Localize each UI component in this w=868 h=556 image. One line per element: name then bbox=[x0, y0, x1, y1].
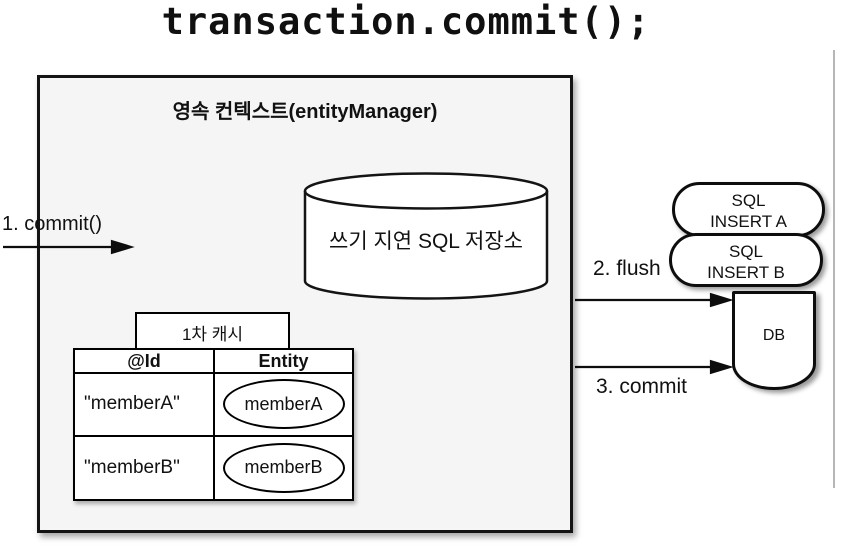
sql-store-cylinder-icon bbox=[303, 172, 549, 300]
table-cell-entity-memberA: memberA bbox=[215, 374, 352, 437]
entity-ellipse-memberA: memberA bbox=[222, 379, 345, 430]
database-label: DB bbox=[762, 327, 786, 344]
first-level-cache-label: 1차 캐시 bbox=[181, 324, 244, 344]
entity-ellipse-memberB: memberB bbox=[222, 442, 345, 493]
table-cell-entity-memberB: memberB bbox=[215, 437, 352, 500]
flush-label: 2. flush bbox=[593, 257, 661, 280]
sql-insert-b-shape: SQL INSERT B bbox=[669, 233, 823, 287]
table-cell-id-memberB: "memberB" bbox=[75, 436, 215, 499]
sql-insert-a-shape: SQL INSERT A bbox=[672, 182, 825, 237]
sql-store-label: 쓰기 지연 SQL 저장소 bbox=[329, 230, 523, 253]
page-divider-line bbox=[833, 50, 835, 488]
sql-insert-a-line2: INSERT A bbox=[710, 212, 787, 231]
sql-insert-a-line1: SQL bbox=[731, 191, 766, 210]
sql-insert-b-line1: SQL bbox=[728, 242, 764, 261]
commit-out-arrowhead-icon bbox=[709, 359, 734, 375]
database-shape: DB bbox=[732, 291, 816, 390]
cache-table: @Id Entity "memberA" memberA "memberB" m… bbox=[73, 348, 354, 501]
table-header-entity: Entity bbox=[215, 350, 352, 374]
table-header-id: @Id bbox=[75, 350, 215, 374]
flush-arrowhead-icon bbox=[709, 292, 734, 308]
table-cell-id-memberA: "memberA" bbox=[75, 374, 215, 437]
persistence-context-title: 영속 컨텍스트(entityManager) bbox=[172, 101, 438, 123]
sql-insert-b-line2: INSERT B bbox=[707, 263, 785, 282]
commit-out-label: 3. commit bbox=[596, 375, 688, 398]
first-level-cache-tab: 1차 캐시 bbox=[135, 312, 290, 352]
commit-in-label: 1. commit() bbox=[2, 213, 102, 235]
code-title: transaction.commit(); bbox=[161, 0, 651, 43]
